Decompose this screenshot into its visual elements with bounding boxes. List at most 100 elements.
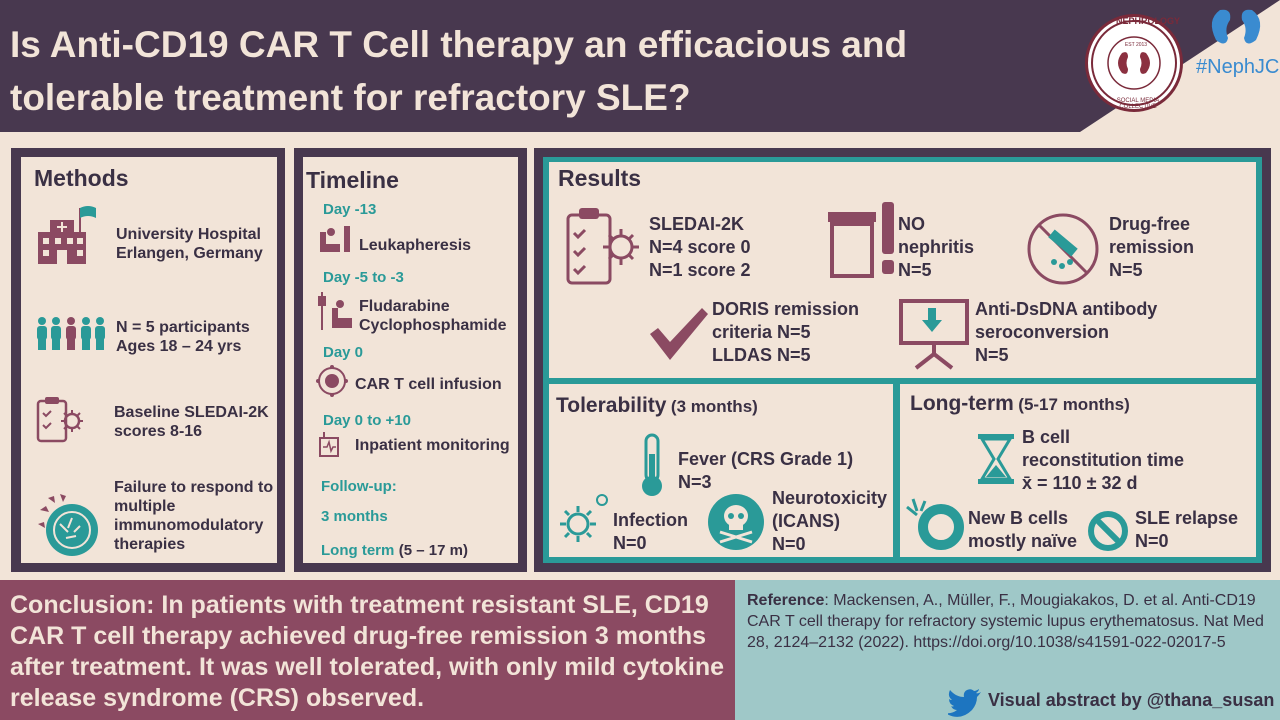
bcell-label: B cell [1022,427,1071,447]
relapse-text: SLE relapse N=0 [1135,507,1238,553]
methods-failure: Failure to respond to multiple immunomod… [114,479,274,553]
nephrology-logo [1085,14,1183,112]
reference-label: Reference [747,592,825,609]
bcell-mean: x̄ = 110 ± 32 d [1022,473,1138,493]
dsdna-label: Anti-DsDNA antibody [975,299,1158,319]
methods-participants: N = 5 participants Ages 18 – 24 yrs [116,319,250,355]
infection-text: Infection N=0 [613,509,688,555]
followup-label: Follow-up: [321,478,397,495]
doris-criteria: criteria N=5 [712,322,811,342]
timeline-step-2: Fludarabine Cyclophosphamide [359,298,507,334]
sledai-icon [565,205,647,287]
lldas-n: LLDAS N=5 [712,345,811,365]
reference-citation: : Mackensen, A., Müller, F., Mougiakakos… [747,592,1264,651]
dsdna-text: Anti-DsDNA antibody seroconversion N=5 [975,298,1157,367]
drugfree-label: Drug-free [1109,214,1191,234]
dsdna-n: N=5 [975,345,1009,365]
followup-3-months: 3 months [321,508,388,525]
reference-box [735,580,1280,720]
fever-text: Fever (CRS Grade 1) N=3 [678,448,853,494]
methods-title: Methods [34,165,129,191]
hourglass-icon [976,432,1016,486]
virus-icon [556,490,614,548]
timeline-day-4: Day 0 to +10 [323,412,411,429]
no-drugs-icon [1026,212,1100,286]
logo-subtext: SOCIAL MEDIA COLLECTIVE [1116,98,1160,110]
sledai-label: SLEDAI-2K [649,214,745,234]
long-term-range: (5 – 17 m) [398,542,468,559]
conclusion-text: Conclusion: In patients with treatment r… [10,591,725,712]
longterm-period: (5-17 months) [1018,395,1130,414]
tolerability-heading: Tolerability (3 months) [556,394,758,418]
longterm-heading: Long-term (5-17 months) [910,392,1130,416]
visual-abstract-credit[interactable]: Visual abstract by @thana_susan [988,690,1275,710]
thermometer-icon [638,432,666,498]
timeline-step-4: Inpatient monitoring [355,437,510,454]
longterm-title: Long-term [910,392,1014,415]
checkmark-icon [648,306,710,362]
tolerability-title: Tolerability [556,394,667,417]
iv-chair-icon [316,290,358,332]
relapse-label: SLE relapse [1135,508,1239,528]
dsdna-seroconversion: seroconversion [975,322,1110,342]
nephritis-text: NO nephritis N=5 [898,213,974,282]
sledai-text: SLEDAI-2K N=4 score 0 N=1 score 2 [649,213,751,282]
infection-n: N=0 [613,533,647,553]
fever-n: N=3 [678,472,712,492]
naive-text: New B cells mostly naïve [968,507,1077,553]
presentation-down-icon [898,298,970,370]
results-title: Results [558,165,642,191]
doris-label: DORIS remission [712,299,860,319]
infection-label: Infection [613,510,688,530]
doris-text: DORIS remission criteria N=5 LLDAS N=5 [712,298,859,367]
twitter-icon [948,689,982,717]
methods-location: University Hospital Erlangen, Germany [116,226,263,262]
methods-baseline: Baseline SLEDAI-2K scores 8-16 [114,404,269,440]
hashtag: #NephJC [1196,56,1280,78]
sledai-n1: N=1 score 2 [649,260,751,280]
conclusion-banner [0,580,735,720]
neuro-label: Neurotoxicity [772,488,888,508]
cell-icon [34,490,104,560]
tolerability-period: (3 months) [670,397,758,416]
drugfree-text: Drug-free remission N=5 [1109,213,1194,282]
timeline-day-3: Day 0 [323,344,364,361]
bcell-reconstitution: reconstitution time [1022,450,1185,470]
nephritis-label: nephritis [898,237,975,257]
page-title: Is Anti-CD19 CAR T Cell therapy an effic… [10,24,908,118]
clipboard-virus-icon [36,395,88,445]
relapse-n: N=0 [1135,531,1169,551]
timeline-day-2: Day -5 to -3 [323,269,404,286]
timeline-step-3: CAR T cell infusion [355,376,502,393]
timeline-day-1: Day -13 [323,201,377,218]
naive-mostly: mostly naïve [968,531,1078,551]
logo-est: EST 2013 [1124,42,1148,48]
bcell-icon [903,497,967,553]
drugfree-n: N=5 [1109,260,1143,280]
timeline-step-1: Leukapheresis [359,237,472,254]
logo-text: NEPHROLOGY [1116,16,1181,26]
nephritis-no: NO [898,214,925,234]
neuro-text: Neurotoxicity (ICANS) N=0 [772,487,887,556]
neuro-icans: (ICANS) [772,511,840,531]
timeline-title: Timeline [306,167,399,193]
bcell-text: B cell reconstitution time x̄ = 110 ± 32… [1022,426,1184,495]
drugfree-remission: remission [1109,237,1195,257]
naive-label: New B cells [968,508,1069,528]
hospital-icon [34,202,102,266]
nephritis-n: N=5 [898,260,932,280]
skull-icon [708,494,764,550]
long-term-label: Long term [321,542,395,559]
car-t-icon [316,365,348,397]
monitor-icon [318,430,342,458]
fever-label: Fever (CRS Grade 1) [678,449,854,469]
timeline-panel-inner [303,157,518,563]
sledai-n4: N=4 score 0 [649,237,751,257]
followup-long-term: Long term (5 – 17 m) [321,541,468,560]
kidney-icon [1206,6,1266,52]
chair-icon [316,224,358,254]
reference-text: Reference: Mackensen, A., Müller, F., Mo… [747,590,1267,653]
no-relapse-icon [1088,511,1128,551]
people-icon [36,316,106,352]
neuro-n: N=0 [772,534,806,554]
